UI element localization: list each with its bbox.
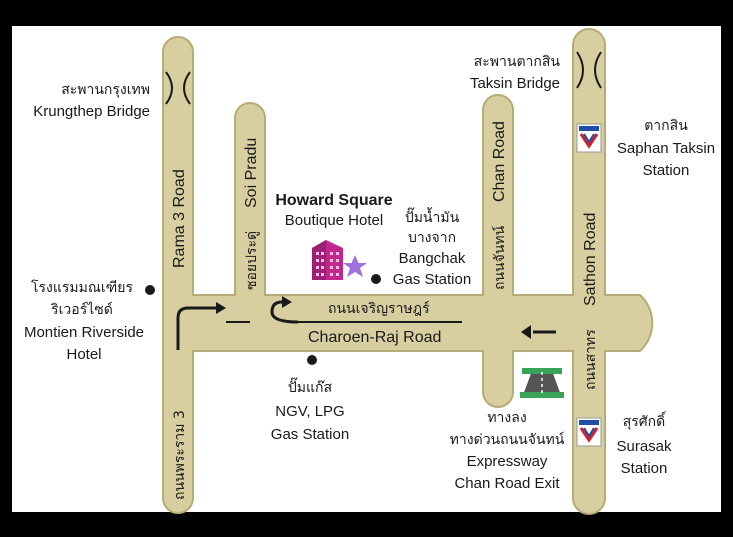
road-label-rama3-en: Rama 3 Road	[171, 169, 188, 268]
gas-station-dot-icon	[371, 274, 381, 284]
bangchak-label-en1: Bangchak	[399, 250, 466, 267]
u-turn-arrow-head-icon	[282, 296, 292, 308]
map-background	[12, 26, 721, 512]
bts-station-icon	[576, 123, 602, 153]
howard-square-subtitle: Boutique Hotel	[285, 212, 383, 229]
gas-station-dot-icon	[145, 285, 155, 295]
road-label-rama3-th: ถนนพระราม 3	[172, 410, 188, 500]
road-label-charoen-th: ถนนเจริญราษฎร์	[328, 300, 430, 317]
turn-arrow-head-icon	[216, 302, 226, 314]
bangchak-label-th1: ปั๊มน้ำมัน	[405, 207, 460, 226]
montien-label-en2: Hotel	[66, 346, 101, 363]
taksin-bridge-label-en: Taksin Bridge	[470, 75, 560, 92]
exit-label-th1: ทางลง	[487, 410, 526, 426]
hotel-building-icon	[312, 240, 343, 280]
taksin-bridge-label-th: สะพานตากสิน	[474, 54, 561, 70]
saphan-taksin-label-en: Saphan Taksin	[617, 140, 715, 157]
ngv-label-en1: NGV, LPG	[275, 403, 344, 420]
krungthep-bridge-label-th: สะพานกรุงเทพ	[61, 82, 150, 98]
howard-square-title: Howard Square	[275, 192, 392, 209]
road-label-charoen-en: Charoen-Raj Road	[308, 329, 441, 346]
bangchak-label-th2: บางจาก	[408, 230, 456, 246]
saphan-taksin-label-station: Station	[643, 162, 690, 179]
bangchak-label-en2: Gas Station	[393, 271, 471, 288]
montien-label-th2: ริเวอร์ไซด์	[51, 301, 113, 318]
ngv-label-en2: Gas Station	[271, 426, 349, 443]
road-label-chan-th: ถนนจันทน์	[491, 225, 508, 290]
road-label-sathon-th: ถนนสาทร	[583, 329, 599, 390]
u-turn-arrow-icon	[270, 300, 299, 324]
road-label-soi-pradu-en: Soi Pradu	[243, 138, 260, 208]
montien-label-th1: โรงแรมมณเฑียร	[31, 279, 133, 296]
road-label-soi-pradu-th: ซอยประดู่	[244, 231, 260, 290]
exit-label-en1: Expressway	[467, 453, 548, 470]
road-label-sathon-en: Sathon Road	[582, 213, 599, 306]
ngv-label-th: ปั๊มแก๊ส	[288, 377, 333, 396]
saphan-taksin-label-th: ตากสิน	[644, 118, 688, 134]
gas-station-dot-icon	[307, 355, 317, 365]
montien-label-en1: Montien Riverside	[24, 324, 144, 341]
exit-label-en2: Chan Road Exit	[454, 475, 560, 492]
krungthep-bridge-label-en: Krungthep Bridge	[33, 103, 150, 120]
exit-label-th2: ทางด่วนถนนจันทน์	[450, 431, 565, 448]
bts-station-icon	[576, 417, 602, 447]
surasak-label-station: Station	[621, 460, 668, 477]
bridge-icon	[165, 71, 191, 105]
road-label-chan-en: Chan Road	[491, 121, 508, 202]
star-icon	[343, 255, 367, 277]
surasak-label-th: สุรศักดิ์	[623, 411, 667, 430]
left-arrow-head-icon	[521, 325, 531, 339]
turn-arrow-icon	[176, 306, 216, 350]
bridge-icon	[576, 51, 602, 89]
expressway-icon	[520, 368, 564, 398]
surasak-label-en: Surasak	[616, 438, 672, 455]
